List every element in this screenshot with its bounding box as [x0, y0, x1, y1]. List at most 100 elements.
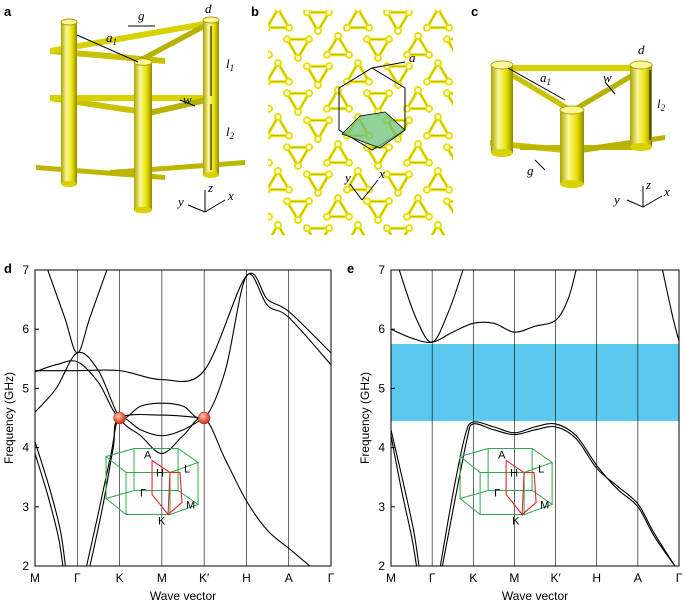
bz-label: H	[156, 467, 164, 479]
lattice-rod	[246, 117, 252, 123]
x-tick-label: K′	[550, 571, 561, 585]
lattice-rod	[466, 198, 472, 204]
panel-b: b a y x	[227, 0, 509, 250]
lattice-triangle-outline	[327, 0, 349, 1]
x-tick-label: A	[285, 571, 293, 585]
lattice-rod	[455, 163, 461, 169]
lattice-rod	[268, 50, 273, 59]
panel-label-d: d	[4, 261, 12, 276]
lattice-rod	[434, 221, 442, 229]
y-axis-label: Frequency (GHz)	[358, 372, 372, 464]
wigner-seitz-cell	[338, 67, 406, 151]
lattice-triangle	[467, 228, 489, 247]
x-tick-label: A	[634, 571, 642, 585]
y-tick-label: 7	[22, 263, 29, 277]
lattice-rod	[434, 59, 442, 67]
x-tick-label: K	[469, 571, 477, 585]
lattice-rod	[455, 217, 461, 223]
lattice-triangle	[487, 198, 509, 217]
lattice-rod	[325, 170, 333, 179]
lattice-rod	[274, 221, 282, 229]
x-tick-label: M	[30, 571, 40, 585]
lattice-rod	[405, 170, 413, 179]
y-tick-label: 3	[378, 500, 385, 514]
lattice-rod	[294, 216, 302, 224]
axis-x-a: x	[227, 188, 234, 203]
structure-c-bars	[490, 65, 665, 154]
lattice-rod	[283, 143, 291, 152]
band-curve	[662, 270, 679, 342]
lattice-rod	[495, 33, 501, 39]
lattice-rod	[268, 77, 271, 86]
lattice-rod	[268, 131, 271, 140]
lattice-rod	[405, 62, 413, 71]
band-curve	[35, 441, 66, 566]
lattice-triangle-outline	[268, 10, 290, 29]
lattice-triangle	[384, 226, 412, 235]
lattice-rod	[294, 54, 302, 62]
x-tick-label: M	[157, 571, 167, 585]
lattice-rod	[394, 189, 402, 197]
lattice-triangle-outline	[386, 174, 410, 194]
lattice-rod	[295, 1, 301, 7]
y-tick-label: 7	[378, 263, 385, 277]
lattice-rod	[475, 244, 481, 250]
lattice-rod	[268, 212, 273, 221]
lattice-rod	[365, 23, 373, 32]
lattice-rod	[484, 52, 490, 58]
lattice-triangle-outline	[426, 62, 450, 82]
lattice-triangle-outline	[366, 38, 390, 59]
label-a-b: a	[409, 50, 416, 65]
lattice-rod	[455, 1, 461, 7]
panel-label-b: b	[251, 4, 259, 19]
label-w-a: w	[183, 92, 192, 107]
lattice-rod	[314, 81, 322, 89]
lattice-triangle-outline	[306, 66, 330, 86]
lattice-rod	[283, 197, 291, 206]
bz-label: A	[144, 449, 152, 461]
band-curve	[35, 272, 331, 383]
lattice-rod	[286, 241, 292, 247]
label-l2-a: l2	[226, 124, 235, 141]
structure-a-rods	[60, 16, 220, 214]
lattice-rod	[268, 104, 273, 113]
y-tick-label: 5	[378, 381, 385, 395]
lattice-rod	[325, 116, 333, 125]
lattice-rod	[334, 194, 342, 202]
lattice-triangle-outline	[366, 201, 390, 221]
lattice-triangle-outline	[487, 36, 509, 55]
lattice-rod	[484, 0, 490, 4]
lattice-triangle	[304, 226, 332, 235]
lattice-rod	[305, 89, 313, 98]
lattice-rod	[475, 28, 481, 34]
y-tick-label: 2	[22, 559, 29, 573]
lattice-triangle-outline	[227, 228, 249, 247]
band-curve	[47, 270, 108, 354]
lattice-triangle-outline	[268, 62, 290, 82]
lattice-triangle-outline	[287, 0, 309, 4]
lattice-rod	[283, 89, 291, 98]
y-tick-label: 4	[378, 441, 385, 455]
lattice-rod	[466, 36, 472, 42]
label-a1-a: a1	[106, 30, 117, 47]
lattice-rod	[425, 50, 433, 59]
label-d-a: d	[205, 1, 212, 16]
lattice-rod	[323, 158, 331, 167]
dirac-point	[197, 411, 211, 425]
lattice-triangle-outline	[367, 0, 389, 4]
panel-c: c d a1 w l2 g	[471, 4, 670, 208]
lattice-rod	[363, 197, 371, 206]
bz-label: L	[184, 463, 190, 475]
band-curve	[391, 435, 418, 566]
lattice-triangle-outline	[268, 160, 270, 163]
lattice-rod	[385, 143, 393, 152]
lattice-rod	[394, 135, 402, 143]
y-tick-label: 2	[378, 559, 385, 573]
lattice-triangle-outline	[306, 120, 330, 140]
lattice-rod	[445, 77, 453, 86]
lattice-triangle-outline	[386, 66, 410, 86]
lattice-triangle-outline	[268, 214, 270, 217]
lattice-triangle-outline	[431, 224, 445, 235]
